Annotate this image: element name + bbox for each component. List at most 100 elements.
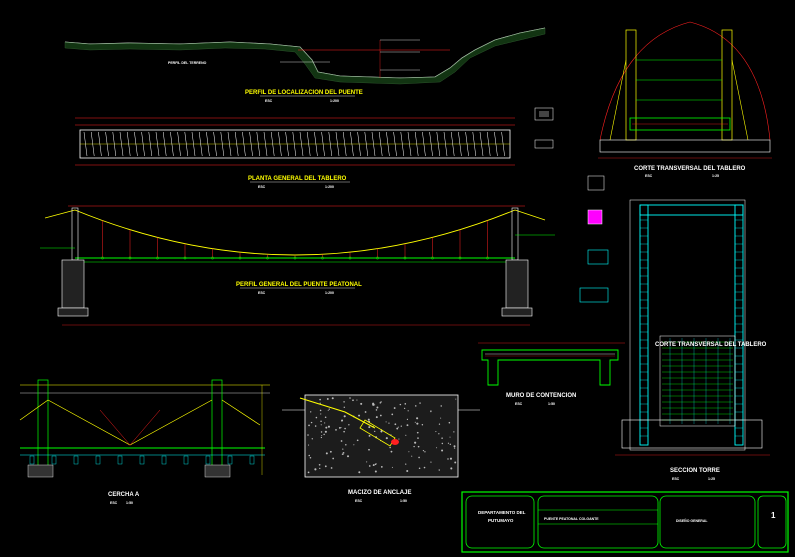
scale-prefix: ESC (672, 477, 680, 481)
speck (372, 402, 375, 405)
speck (379, 414, 382, 417)
speck (408, 451, 410, 453)
planta-tablero-view: PLANTA GENERAL DEL TABLERO ESC 1:200 (75, 117, 515, 189)
speck (324, 416, 327, 419)
detail-box (587, 249, 609, 265)
struts (609, 59, 749, 141)
deck-post (494, 131, 498, 157)
deck-post (422, 131, 426, 157)
speck (449, 457, 453, 460)
small-details (534, 107, 609, 303)
speck (320, 436, 323, 439)
speck (366, 461, 368, 463)
drawing-name: DISEÑO GENERAL (676, 518, 708, 523)
speck (454, 461, 457, 464)
deck-posts (83, 131, 505, 157)
project-cell (537, 495, 659, 549)
red-diagonals (99, 409, 161, 446)
speck (319, 409, 322, 412)
deck-post (400, 131, 405, 157)
speck (372, 464, 375, 466)
speck (356, 439, 359, 442)
tower-column-left (639, 204, 649, 446)
hanger-node (321, 256, 324, 260)
anchor-head (391, 439, 399, 445)
speck (331, 397, 334, 400)
speck (385, 437, 388, 440)
speck (327, 410, 329, 412)
speck (320, 420, 322, 422)
speck (343, 415, 346, 418)
speck (325, 426, 328, 429)
tower-leg-right (721, 29, 733, 141)
deck-post (90, 131, 95, 157)
tower-foundation (621, 419, 763, 449)
speck (447, 442, 450, 444)
speck (379, 402, 381, 404)
deck-post (119, 131, 124, 157)
post-left (37, 379, 49, 476)
scale-prefix: ESC (110, 501, 118, 505)
dept-cell (465, 495, 535, 549)
detail-fill (539, 111, 549, 117)
hanger-node (183, 256, 187, 260)
speck (319, 402, 321, 404)
deck-section (629, 117, 731, 131)
title-block: DEPARTAMENTO DEL PUTUMAYO PUENTE PEATONA… (461, 491, 789, 553)
speck (449, 443, 452, 445)
speck (380, 401, 382, 403)
speck (413, 445, 415, 448)
speck (398, 438, 400, 440)
deck-post (414, 131, 419, 157)
speck (324, 465, 327, 468)
speck (397, 426, 399, 428)
post (183, 455, 189, 465)
speck (417, 445, 420, 448)
dept-line2: PUTUMAYO (488, 518, 514, 523)
speck (320, 413, 322, 415)
hanger-node (128, 256, 132, 260)
speck (404, 403, 407, 405)
speck (389, 446, 391, 449)
speck (368, 434, 371, 437)
scale-value: 1:200 (330, 99, 339, 103)
deck-post (191, 131, 196, 157)
hanger-node (403, 256, 407, 260)
tower-leg-left (625, 29, 637, 141)
speck (435, 430, 437, 433)
speck (405, 434, 407, 436)
envelope-arc (599, 21, 771, 141)
deck-post (357, 131, 361, 157)
speck (342, 448, 344, 450)
deck-post (350, 131, 354, 157)
post (117, 455, 123, 465)
muro-contencion-view: MURO DE CONTENCION ESC 1:50 (478, 342, 625, 406)
speck (374, 470, 377, 473)
speck (447, 458, 449, 460)
speck (438, 433, 440, 435)
speck (400, 425, 402, 427)
post (51, 455, 57, 465)
speck (330, 467, 333, 469)
anchor-block (304, 394, 459, 478)
seccion-torre-view: CORTE TRANSVERSAL DEL TABLERO SECCION TO… (615, 199, 770, 481)
post (205, 455, 211, 465)
speck (324, 430, 327, 433)
speck (438, 423, 441, 425)
speck (414, 441, 417, 444)
speck (307, 471, 310, 474)
perfil-localizacion-view: PERFIL DEL TERRENO PERFIL DE LOCALIZACIO… (64, 27, 546, 103)
planta-tablero-title: PLANTA GENERAL DEL TABLERO (248, 176, 347, 182)
deck-post (220, 131, 225, 157)
post (95, 455, 101, 465)
abutment-right (505, 259, 529, 309)
deck-post (486, 131, 491, 157)
speck (307, 434, 309, 436)
deck-post (335, 131, 340, 157)
speck (406, 469, 409, 473)
speck (448, 421, 451, 424)
speck (407, 410, 409, 412)
perfil-puente-view: PERFIL GENERAL DEL PUENTE PEATONAL ESC 1… (40, 205, 555, 326)
scale-value: 1:200 (325, 185, 334, 189)
hanger-node (431, 256, 434, 260)
